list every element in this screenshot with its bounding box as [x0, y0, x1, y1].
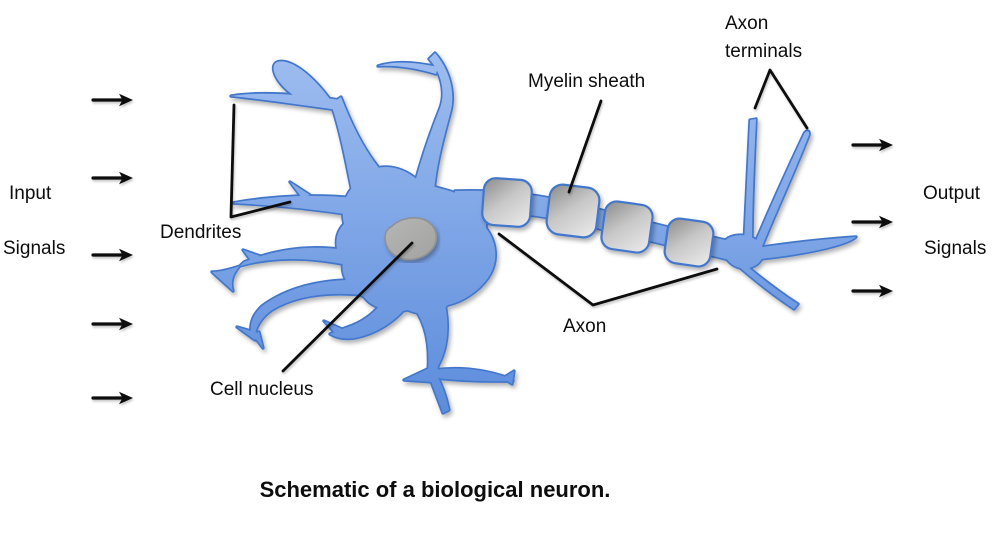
axon-pointer-line: [497, 232, 719, 307]
output-arrow-1: [851, 138, 893, 152]
myelin-segment: [600, 200, 654, 254]
output-label-line2: Signals: [924, 238, 987, 259]
axon-terminals-pointer-line: [753, 68, 809, 130]
signal-arrows: [91, 93, 893, 405]
dendrites-label: Dendrites: [160, 222, 242, 243]
output-arrow-2: [851, 215, 893, 229]
myelin-segment: [481, 177, 533, 228]
myelin-sheath-pointer-line: [567, 99, 603, 194]
output-arrow-3: [851, 284, 893, 298]
output-label-line1: Output: [923, 183, 981, 204]
input-arrow-4: [91, 317, 133, 331]
nucleus-shape: [384, 217, 438, 261]
myelin-sheath-group: [481, 177, 715, 268]
cell-nucleus-label: Cell nucleus: [210, 379, 314, 400]
dendrites-pointer-line: [229, 103, 292, 219]
cell-nucleus-pointer-line: [281, 241, 414, 373]
input-arrow-2: [91, 171, 133, 185]
axon-terminals-label-line2: terminals: [725, 41, 803, 62]
axon-terminals-label-line1: Axon: [725, 13, 769, 34]
input-label-line1: Input: [9, 183, 52, 204]
input-arrow-1: [91, 93, 133, 107]
input-label-line2: Signals: [3, 238, 66, 259]
axon-label: Axon: [563, 316, 607, 337]
input-arrow-5: [91, 391, 133, 405]
myelin-segment: [545, 183, 601, 239]
figure-caption: Schematic of a biological neuron.: [259, 477, 611, 502]
neuron-illustration: [210, 51, 858, 415]
input-arrow-3: [91, 248, 133, 262]
myelin-segment: [663, 217, 715, 268]
myelin-sheath-label: Myelin sheath: [528, 71, 646, 92]
annotation-lines: [229, 68, 809, 373]
